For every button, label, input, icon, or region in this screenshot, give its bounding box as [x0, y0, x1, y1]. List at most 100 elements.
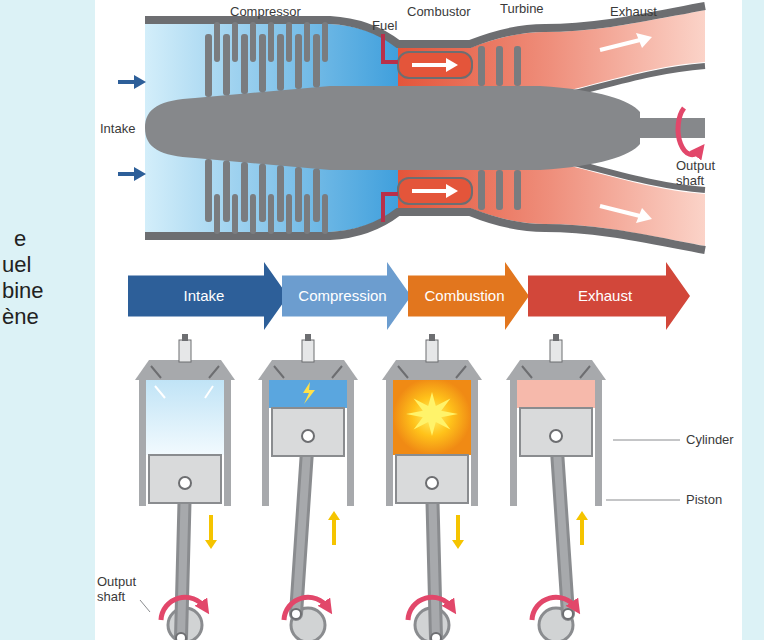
cylinder-head: [382, 360, 482, 380]
cylinder-head: [506, 360, 606, 380]
drawing-part: [553, 334, 559, 341]
valves: [274, 366, 342, 378]
drawing-part: [550, 430, 562, 442]
rotation-arrow: [408, 597, 452, 620]
piston-cylinders: [135, 334, 606, 640]
slide-text: e: [14, 226, 26, 252]
piston: [520, 408, 592, 456]
stage-label: Intake: [184, 287, 225, 305]
drawing-part: [146, 378, 224, 506]
chamber: [146, 378, 224, 455]
rotation-arrow: [284, 597, 328, 620]
drawing-part: [305, 334, 311, 341]
part-label: Piston: [686, 492, 722, 507]
leader-line: [140, 600, 150, 612]
drawing-part: [576, 511, 588, 520]
drawing-part: [431, 633, 441, 640]
stage-arrow: Intake: [128, 262, 288, 330]
slide-text: bine: [2, 278, 44, 304]
cylinder: [139, 378, 231, 506]
motion-arrow: [456, 515, 460, 540]
crank: [291, 608, 325, 640]
arrow-fill: [128, 262, 288, 330]
part-label: Cylinder: [686, 432, 734, 447]
part-label: Compressor: [230, 4, 301, 19]
crank: [539, 608, 573, 640]
part-label: Output shaft: [97, 574, 145, 604]
stage-label: Exhaust: [578, 287, 632, 305]
rotation-arrow: [532, 597, 576, 620]
motion-arrow: [332, 520, 336, 545]
valves: [398, 366, 466, 378]
slide-text: uel: [2, 252, 31, 278]
leader-lines: [606, 440, 680, 500]
stage-arrow: Combustion: [408, 262, 529, 330]
stage-arrow: Exhaust: [528, 262, 690, 330]
spark-plug: [550, 340, 562, 362]
rotation-arrow: [161, 597, 205, 620]
valves: [522, 366, 590, 378]
compressor-blade: [223, 34, 230, 96]
drawing-part: [452, 540, 464, 549]
piston: [149, 455, 221, 503]
connecting-rod: [296, 436, 308, 614]
part-label: Turbine: [500, 1, 544, 16]
drawing-part: [393, 378, 471, 506]
motion-arrow: [209, 515, 213, 540]
arrow-fill: [408, 262, 529, 330]
turbine-half: [118, 6, 705, 128]
drawing-part: [205, 540, 217, 549]
arrow-fill: [528, 262, 690, 330]
spark-plug: [302, 340, 314, 362]
drawing-part: [181, 483, 185, 638]
connecting-rod: [556, 436, 568, 614]
stator-blade: [304, 22, 310, 62]
valves: [151, 366, 219, 378]
spark-plug: [426, 340, 438, 362]
stator-blade: [322, 22, 328, 62]
part-label: Output shaft: [676, 158, 724, 188]
connecting-rod: [181, 483, 185, 638]
stage-label: Combustion: [424, 287, 504, 305]
chamber: [269, 378, 347, 408]
drawing-part: [179, 477, 191, 489]
compressor-blade: [259, 34, 266, 92]
white-panel: [95, 0, 742, 640]
slide-text: ène: [2, 304, 39, 330]
part-label: Combustor: [407, 4, 471, 19]
drawing-part: [296, 436, 308, 614]
compressor-blade: [313, 34, 320, 88]
turbine-blade: [478, 46, 485, 86]
stage-arrow: Compression: [282, 262, 411, 330]
arrow-fill: [282, 262, 411, 330]
chamber: [517, 378, 595, 408]
stator-blade: [250, 22, 256, 62]
drawing-part: [328, 511, 340, 520]
stator-blade: [286, 22, 292, 62]
drawing-part: [426, 477, 438, 489]
cylinder-head: [258, 360, 358, 380]
part-label: Exhaust: [610, 4, 657, 19]
spark-plug: [179, 340, 191, 362]
spark: [303, 382, 315, 404]
drawing-part: [302, 430, 314, 442]
compressor-blade: [295, 34, 302, 89]
connecting-rod: [432, 483, 436, 638]
piston: [396, 455, 468, 503]
cylinder-head: [135, 360, 235, 380]
explosion: [406, 392, 458, 436]
part-label: Fuel: [372, 18, 397, 33]
stator-blade: [214, 22, 220, 62]
drawing-part: [176, 633, 186, 640]
air-flow: [155, 386, 213, 398]
turbine-blade: [514, 46, 521, 86]
part-label: Intake: [100, 121, 135, 136]
compressor-blade: [277, 34, 284, 91]
drawing-part: [429, 334, 435, 341]
drawing-part: [432, 483, 436, 638]
turbine-blade: [496, 46, 503, 86]
piston: [272, 408, 344, 456]
drawing-part: [182, 334, 188, 341]
drawing-part: [291, 609, 301, 619]
